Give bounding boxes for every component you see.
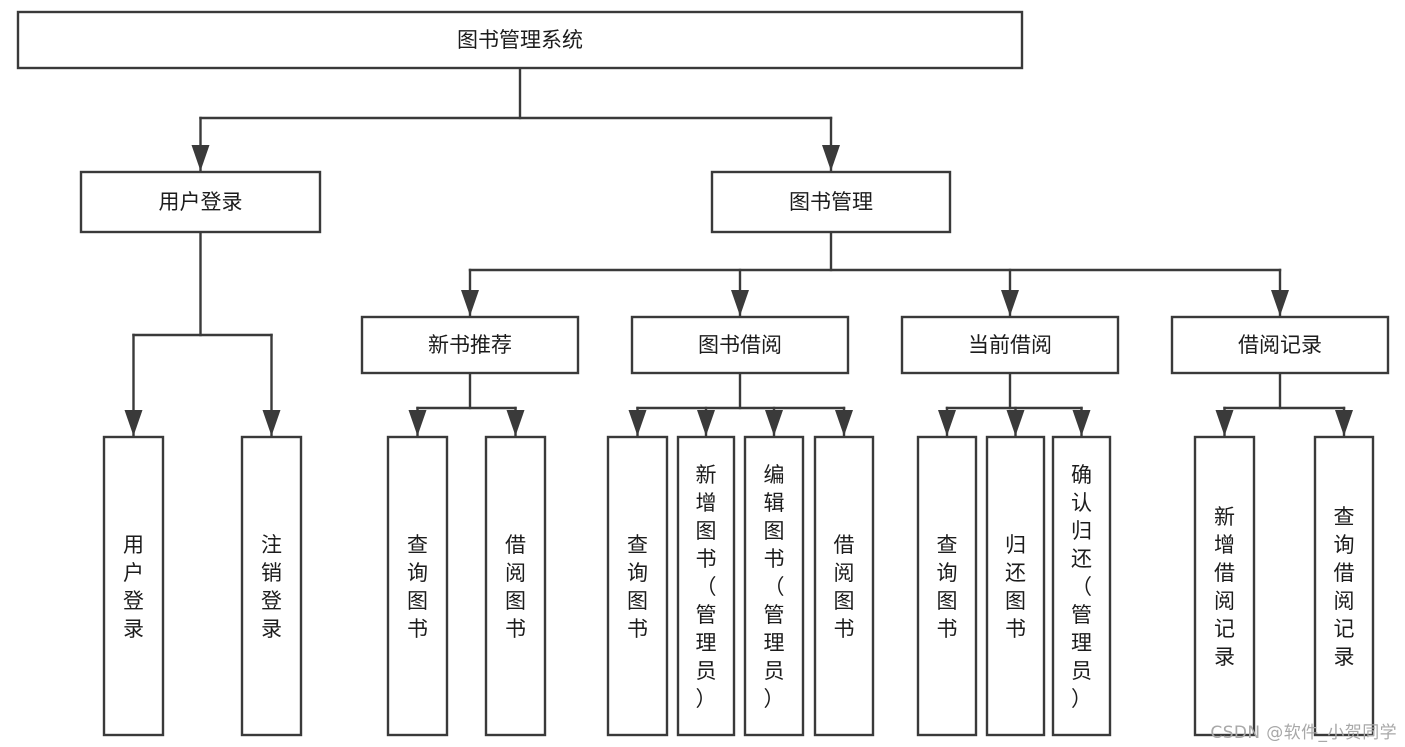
node-leaf-9[interactable]: 归还图书 [985,435,1046,737]
node-box [630,315,850,375]
node-label: 编辑图书（管理员） [764,463,785,711]
node-label: 注销登录 [261,533,282,641]
connector-arrowhead [191,145,210,171]
node-label: 查询图书 [937,533,958,641]
node-label: 当前借阅 [968,333,1052,357]
node-box [386,435,449,737]
connector-arrowhead [697,410,715,436]
node-label: 新增图书（管理员） [696,463,717,711]
node-label: 用户登录 [123,533,144,641]
node-label: 归还图书 [1005,533,1026,641]
node-label: 借阅记录 [1238,333,1322,357]
node-box [606,435,669,737]
connector-arrowhead [1335,410,1353,436]
node-level3-0[interactable]: 新书推荐 [360,315,580,375]
node-box [360,315,580,375]
connector-arrowhead [1215,410,1234,436]
node-label: 查询图书 [407,533,428,641]
watermark-text: CSDN @软件_小贺同学 [1210,723,1397,743]
connector-arrowhead [1271,290,1289,316]
node-leaf-6[interactable]: 编辑图书（管理员） [743,435,805,737]
node-label: 图书管理系统 [457,28,583,52]
node-box [900,315,1120,375]
node-label: 确认归还（管理员） [1071,463,1092,711]
node-box [240,435,303,737]
connector-arrowhead [1072,410,1091,436]
connector-arrowhead [461,290,479,316]
connector-arrowhead [408,410,427,436]
node-label: 新书推荐 [428,333,512,357]
node-leaf-1[interactable]: 注销登录 [240,435,303,737]
node-leaf-0[interactable]: 用户登录 [102,435,165,737]
node-leaf-12[interactable]: 查询借阅记录 [1313,435,1375,737]
connector-arrowhead [938,410,956,436]
node-label: 用户登录 [159,190,243,214]
node-leaf-2[interactable]: 查询图书 [386,435,449,737]
connector-arrowhead [731,290,749,316]
connector-arrowhead [506,410,525,436]
node-box [916,435,978,737]
node-level3-2[interactable]: 当前借阅 [900,315,1120,375]
node-leaf-8[interactable]: 查询图书 [916,435,978,737]
node-level2-0[interactable]: 用户登录 [79,170,322,234]
node-box [1170,315,1390,375]
node-layer: 图书管理系统用户登录图书管理新书推荐图书借阅当前借阅借阅记录用户登录注销登录查询… [16,10,1390,737]
node-label: 图书管理 [789,190,873,214]
node-box [1193,435,1256,737]
connector-arrowhead [1006,410,1025,436]
node-level3-1[interactable]: 图书借阅 [630,315,850,375]
node-box [676,435,736,737]
node-leaf-7[interactable]: 借阅图书 [813,435,875,737]
node-root[interactable]: 图书管理系统 [16,10,1024,70]
node-box [1313,435,1375,737]
node-box [16,10,1024,70]
connector-arrowhead [835,410,853,436]
connector-arrowhead [765,410,783,436]
node-label: 新增借阅记录 [1214,505,1235,669]
connector-arrowhead [822,145,840,171]
node-leaf-5[interactable]: 新增图书（管理员） [676,435,736,737]
connector-arrowhead [262,410,281,436]
node-label: 图书借阅 [698,333,782,357]
node-leaf-3[interactable]: 借阅图书 [484,435,547,737]
node-box [484,435,547,737]
node-leaf-11[interactable]: 新增借阅记录 [1193,435,1256,737]
node-box [102,435,165,737]
node-box [743,435,805,737]
node-leaf-4[interactable]: 查询图书 [606,435,669,737]
node-box [813,435,875,737]
node-label: 查询借阅记录 [1334,505,1355,669]
node-leaf-10[interactable]: 确认归还（管理员） [1051,435,1112,737]
node-label: 借阅图书 [834,533,855,641]
node-label: 借阅图书 [505,533,526,641]
node-box [710,170,952,234]
connector-arrowhead [628,410,647,436]
connector-arrowhead [1001,290,1019,316]
node-label: 查询图书 [627,533,648,641]
node-box [985,435,1046,737]
connector-layer [124,66,1353,438]
node-level3-3[interactable]: 借阅记录 [1170,315,1390,375]
connector-arrowhead [124,410,143,436]
node-level2-1[interactable]: 图书管理 [710,170,952,234]
node-box [1051,435,1112,737]
node-box [79,170,322,234]
